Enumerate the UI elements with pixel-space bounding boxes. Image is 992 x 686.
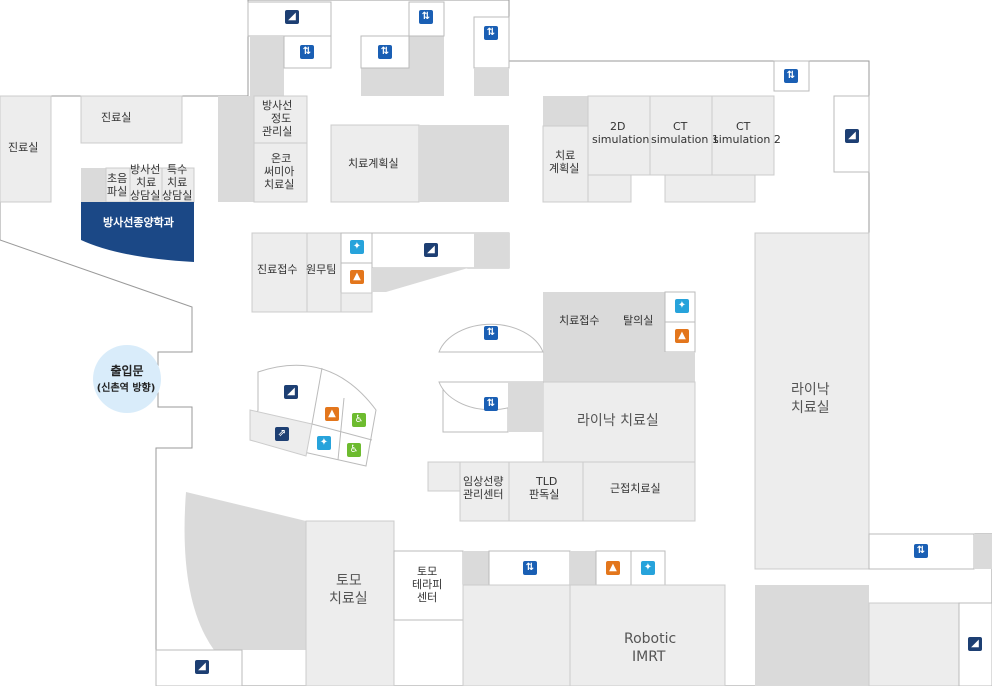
room-planning-right-line1: 치료 [555, 149, 576, 162]
room-linac-right-line2: 치료실 [791, 400, 830, 416]
room-clinical-dosimetry-line2: 관리센터 [463, 488, 504, 501]
room-tld-line1: TLD [536, 475, 558, 488]
room-treatment-reception: 치료접수 [559, 314, 600, 327]
restroom-women-icon: ▲ [325, 407, 339, 421]
escalator-icon: ⇗ [275, 427, 289, 441]
room-special-consult-line2: 치료 [167, 176, 188, 189]
room-reception-main: 진료접수 [257, 263, 298, 276]
room-sim-2d-line1: 2D [610, 120, 626, 133]
room-ultrasound-line1: 초음 [107, 172, 128, 185]
room-qa-line3: 관리실 [262, 125, 293, 138]
elevator-icon: ⇅ [484, 326, 498, 340]
restroom-men-icon: ✦ [350, 240, 364, 254]
elevator-icon: ⇅ [300, 45, 314, 59]
stairs-icon: ◢ [845, 129, 859, 143]
room-exam-top: 진료실 [101, 111, 132, 124]
elevator-icon: ⇅ [784, 69, 798, 83]
room-special-consult-line1: 특수 [167, 163, 188, 176]
room-oncothermia-line3: 치료실 [264, 178, 295, 191]
room-rad-consult-line3: 상담실 [130, 189, 161, 202]
room-changing: 탈의실 [623, 314, 654, 327]
room-linac-right-line1: 라이낙 [791, 382, 830, 398]
room-qa-line2: 정도 [271, 112, 292, 125]
room-tomo-center-line3: 센터 [417, 591, 438, 604]
elevator-icon: ⇅ [484, 26, 498, 40]
room-tomo-line1: 토모 [336, 573, 362, 589]
room-special-consult-line3: 상담실 [162, 189, 193, 202]
elevator-icon: ⇅ [523, 561, 537, 575]
room-rad-consult-line2: 치료 [136, 176, 157, 189]
restroom-men-icon: ✦ [317, 436, 331, 450]
room-sim-2d-line2: simulation [592, 133, 650, 146]
restroom-men-icon: ✦ [641, 561, 655, 575]
restroom-accessible-icon: ♿ [352, 413, 366, 427]
entrance-sublabel: (신촌역 방향) [96, 383, 156, 394]
room-tomo-line2: 치료실 [329, 591, 368, 607]
room-robotic-imrt-line1: Robotic [624, 631, 677, 647]
department-label: 방사선종양학과 [103, 216, 174, 229]
room-brachytherapy: 근접치료실 [610, 482, 661, 495]
elevator-icon: ⇅ [378, 45, 392, 59]
room-tomo-center-line2: 테라피 [412, 578, 443, 591]
room-admin-team: 원무팀 [306, 263, 337, 276]
room-planning-right-line2: 계획실 [549, 162, 580, 175]
restroom-women-icon: ▲ [675, 329, 689, 343]
elevator-icon: ⇅ [484, 397, 498, 411]
room-ct-sim-2-line1: CT [736, 120, 751, 133]
stairs-icon: ◢ [285, 10, 299, 24]
stairs-icon: ◢ [424, 243, 438, 257]
room-ct-sim-1-line1: CT [673, 120, 688, 133]
department-highlight [81, 202, 194, 262]
restroom-accessible-icon: ♿ [347, 443, 361, 457]
room-robotic-imrt-line2: IMRT [632, 649, 666, 665]
stairs-icon: ◢ [968, 637, 982, 651]
room-ct-sim-2-line2: simulation 2 [713, 133, 781, 146]
entrance-label: 출입문 [110, 364, 144, 378]
room-clinical-dosimetry-line1: 임상선량 [463, 475, 504, 488]
entrance-marker: 출입문 (신촌역 방향) [93, 345, 161, 413]
restroom-women-icon: ▲ [606, 561, 620, 575]
room-planning-top: 치료계획실 [348, 157, 399, 170]
room-tomo-center-line1: 토모 [417, 565, 438, 578]
restroom-women-icon: ▲ [350, 270, 364, 284]
room-ct-sim-1-line2: simulation 1 [651, 133, 719, 146]
elevator-icon: ⇅ [914, 544, 928, 558]
stairs-icon: ◢ [284, 385, 298, 399]
room-tld-line2: 판독실 [529, 488, 560, 501]
stairs-icon: ◢ [195, 660, 209, 674]
room-oncothermia-line2: 써미아 [264, 165, 295, 178]
elevator-icon: ⇅ [419, 10, 433, 24]
restroom-men-icon: ✦ [675, 299, 689, 313]
room-linac-center: 라이낙 치료실 [577, 413, 659, 429]
room-exam-left: 진료실 [8, 141, 39, 154]
room-qa-line1: 방사선 [262, 99, 293, 112]
room-rad-consult-line1: 방사선 [130, 163, 161, 176]
room-oncothermia-line1: 온코 [271, 152, 292, 165]
room-ultrasound-line2: 파실 [107, 185, 128, 198]
